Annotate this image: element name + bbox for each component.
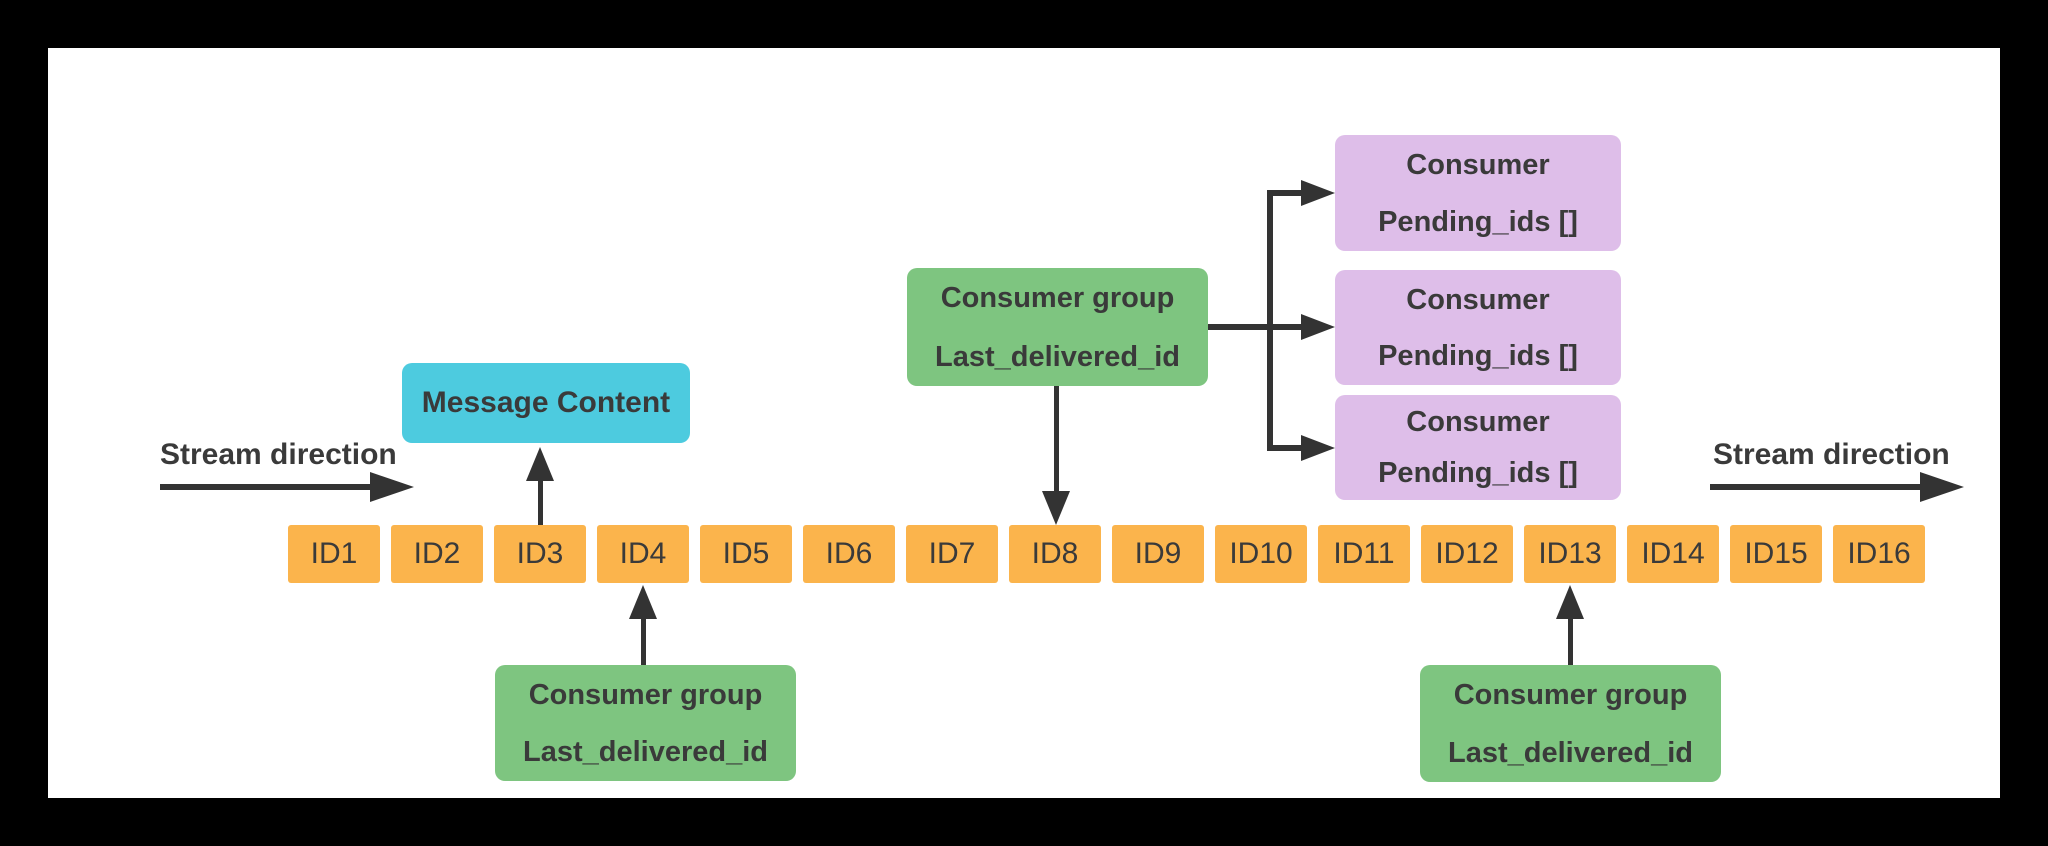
arrowhead-right-icon bbox=[1920, 472, 1964, 502]
stream-id-box: ID10 bbox=[1215, 525, 1307, 583]
stream-id-box: ID3 bbox=[494, 525, 586, 583]
stream-id-box: ID4 bbox=[597, 525, 689, 583]
message-content-label: Message Content bbox=[421, 386, 671, 419]
diagram-panel: Stream direction Stream direction Messag… bbox=[48, 48, 2000, 798]
consumer-title: Consumer bbox=[1406, 149, 1550, 181]
stream-id-box: ID2 bbox=[391, 525, 483, 583]
consumer-group-title: Consumer group bbox=[940, 282, 1175, 314]
consumer-branch-line bbox=[1267, 190, 1303, 196]
stream-direction-left-arrow-shaft bbox=[160, 484, 372, 490]
stream-direction-left-label: Stream direction bbox=[160, 438, 397, 471]
consumer-title: Consumer bbox=[1406, 406, 1550, 438]
stream-id-box: ID12 bbox=[1421, 525, 1513, 583]
arrowhead-up-icon bbox=[629, 585, 657, 619]
consumer-field: Pending_ids [] bbox=[1378, 206, 1578, 238]
consumer-group-title: Consumer group bbox=[528, 679, 763, 711]
stream-direction-right-arrow-shaft bbox=[1710, 484, 1922, 490]
consumer-title: Consumer bbox=[1406, 284, 1550, 316]
consumer-box: Consumer Pending_ids [] bbox=[1335, 270, 1621, 385]
consumer-group-title: Consumer group bbox=[1453, 679, 1688, 711]
consumer-box: Consumer Pending_ids [] bbox=[1335, 395, 1621, 500]
consumer-group-bottom-left-arrow-shaft bbox=[641, 616, 646, 665]
stream-id-box: ID1 bbox=[288, 525, 380, 583]
arrowhead-right-icon bbox=[1301, 435, 1335, 461]
consumer-branch-line bbox=[1267, 445, 1303, 451]
consumer-group-connector-line bbox=[1208, 324, 1270, 330]
consumer-branch-trunk-line bbox=[1267, 190, 1273, 451]
consumer-group-box-top: Consumer group Last_delivered_id bbox=[907, 268, 1208, 386]
stream-id-box: ID9 bbox=[1112, 525, 1204, 583]
stream-row: ID1 ID2 ID3 ID4 ID5 ID6 ID7 ID8 ID9 ID10… bbox=[288, 525, 1925, 583]
message-content-arrow-shaft bbox=[538, 476, 543, 525]
arrowhead-up-icon bbox=[526, 447, 554, 481]
consumer-field: Pending_ids [] bbox=[1378, 457, 1578, 489]
consumer-group-field: Last_delivered_id bbox=[1448, 737, 1693, 769]
stream-direction-right-label: Stream direction bbox=[1713, 438, 1950, 471]
stream-id-box: ID16 bbox=[1833, 525, 1925, 583]
arrowhead-up-icon bbox=[1556, 585, 1584, 619]
arrowhead-down-icon bbox=[1042, 491, 1070, 525]
consumer-group-bottom-right-arrow-shaft bbox=[1568, 616, 1573, 665]
consumer-group-field: Last_delivered_id bbox=[523, 736, 768, 768]
stream-id-box: ID8 bbox=[1009, 525, 1101, 583]
arrowhead-right-icon bbox=[1301, 180, 1335, 206]
stream-id-box: ID11 bbox=[1318, 525, 1410, 583]
stream-id-box: ID14 bbox=[1627, 525, 1719, 583]
stream-id-box: ID7 bbox=[906, 525, 998, 583]
consumer-group-box-bottom-right: Consumer group Last_delivered_id bbox=[1420, 665, 1721, 782]
consumer-group-box-bottom-left: Consumer group Last_delivered_id bbox=[495, 665, 796, 781]
consumer-group-top-arrow-shaft bbox=[1054, 386, 1059, 493]
message-content-box: Message Content bbox=[402, 363, 690, 443]
consumer-field: Pending_ids [] bbox=[1378, 340, 1578, 372]
stream-id-box: ID15 bbox=[1730, 525, 1822, 583]
arrowhead-right-icon bbox=[1301, 314, 1335, 340]
stream-id-box: ID6 bbox=[803, 525, 895, 583]
consumer-group-field: Last_delivered_id bbox=[935, 341, 1180, 373]
consumer-box: Consumer Pending_ids [] bbox=[1335, 135, 1621, 251]
stream-id-box: ID13 bbox=[1524, 525, 1616, 583]
stream-id-box: ID5 bbox=[700, 525, 792, 583]
consumer-branch-line bbox=[1267, 324, 1303, 330]
arrowhead-right-icon bbox=[370, 472, 414, 502]
